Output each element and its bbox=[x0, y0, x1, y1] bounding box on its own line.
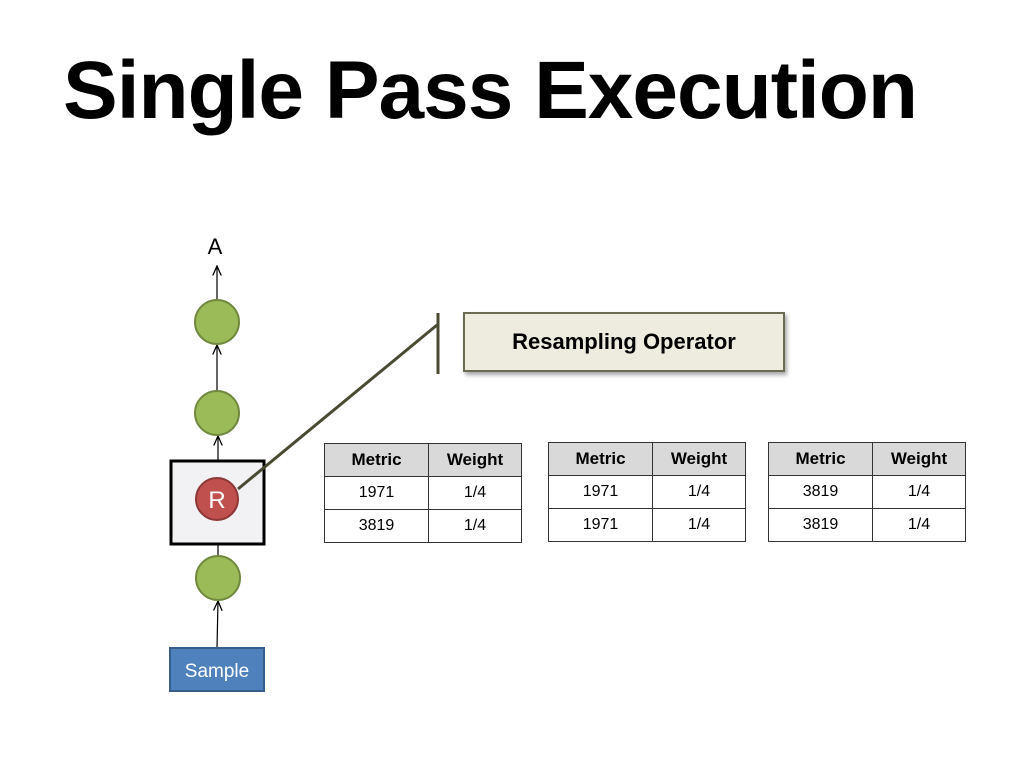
table-row: 3819 1/4 bbox=[768, 475, 966, 509]
resample-node-label: R bbox=[208, 487, 225, 514]
metric-cell: 3819 bbox=[324, 509, 429, 543]
callout-connector bbox=[237, 323, 438, 491]
table-row: 3819 1/4 bbox=[324, 509, 522, 543]
sample-table-3: Metric Weight 3819 1/4 3819 1/4 bbox=[768, 442, 966, 542]
weight-cell: 1/4 bbox=[652, 475, 746, 509]
arrow-sample-to-node bbox=[217, 601, 218, 649]
weight-header: Weight bbox=[872, 442, 966, 476]
metric-cell: 1971 bbox=[548, 475, 653, 509]
table-row: 1971 1/4 bbox=[548, 508, 746, 542]
sample-box bbox=[169, 647, 265, 692]
table-row: 3819 1/4 bbox=[768, 508, 966, 542]
metric-cell: 1971 bbox=[548, 508, 653, 542]
metric-header: Metric bbox=[768, 442, 873, 476]
weight-header: Weight bbox=[652, 442, 746, 476]
operator-node bbox=[194, 299, 240, 345]
metric-header: Metric bbox=[548, 442, 653, 476]
metric-cell: 1971 bbox=[324, 476, 429, 510]
operator-node bbox=[194, 390, 240, 436]
sample-table-1: Metric Weight 1971 1/4 3819 1/4 bbox=[324, 443, 522, 543]
table-header-row: Metric Weight bbox=[548, 442, 746, 476]
sample-table-2: Metric Weight 1971 1/4 1971 1/4 bbox=[548, 442, 746, 542]
callout-label: Resampling Operator bbox=[512, 329, 736, 354]
table-row: 1971 1/4 bbox=[324, 476, 522, 510]
table-header-row: Metric Weight bbox=[768, 442, 966, 476]
table-row: 1971 1/4 bbox=[548, 475, 746, 509]
weight-cell: 1/4 bbox=[428, 509, 522, 543]
resample-node bbox=[195, 477, 239, 521]
weight-header: Weight bbox=[428, 443, 522, 477]
metric-cell: 3819 bbox=[768, 475, 873, 509]
weight-cell: 1/4 bbox=[428, 476, 522, 510]
slide-title: Single Pass Execution bbox=[63, 45, 918, 136]
output-label: A bbox=[208, 234, 223, 259]
weight-cell: 1/4 bbox=[872, 475, 966, 509]
resampling-operator-callout: Resampling Operator bbox=[463, 312, 785, 372]
metric-header: Metric bbox=[324, 443, 429, 477]
weight-cell: 1/4 bbox=[872, 508, 966, 542]
table-header-row: Metric Weight bbox=[324, 443, 522, 477]
sample-label: Sample bbox=[185, 661, 249, 682]
weight-cell: 1/4 bbox=[652, 508, 746, 542]
operator-node bbox=[195, 555, 241, 601]
metric-cell: 3819 bbox=[768, 508, 873, 542]
